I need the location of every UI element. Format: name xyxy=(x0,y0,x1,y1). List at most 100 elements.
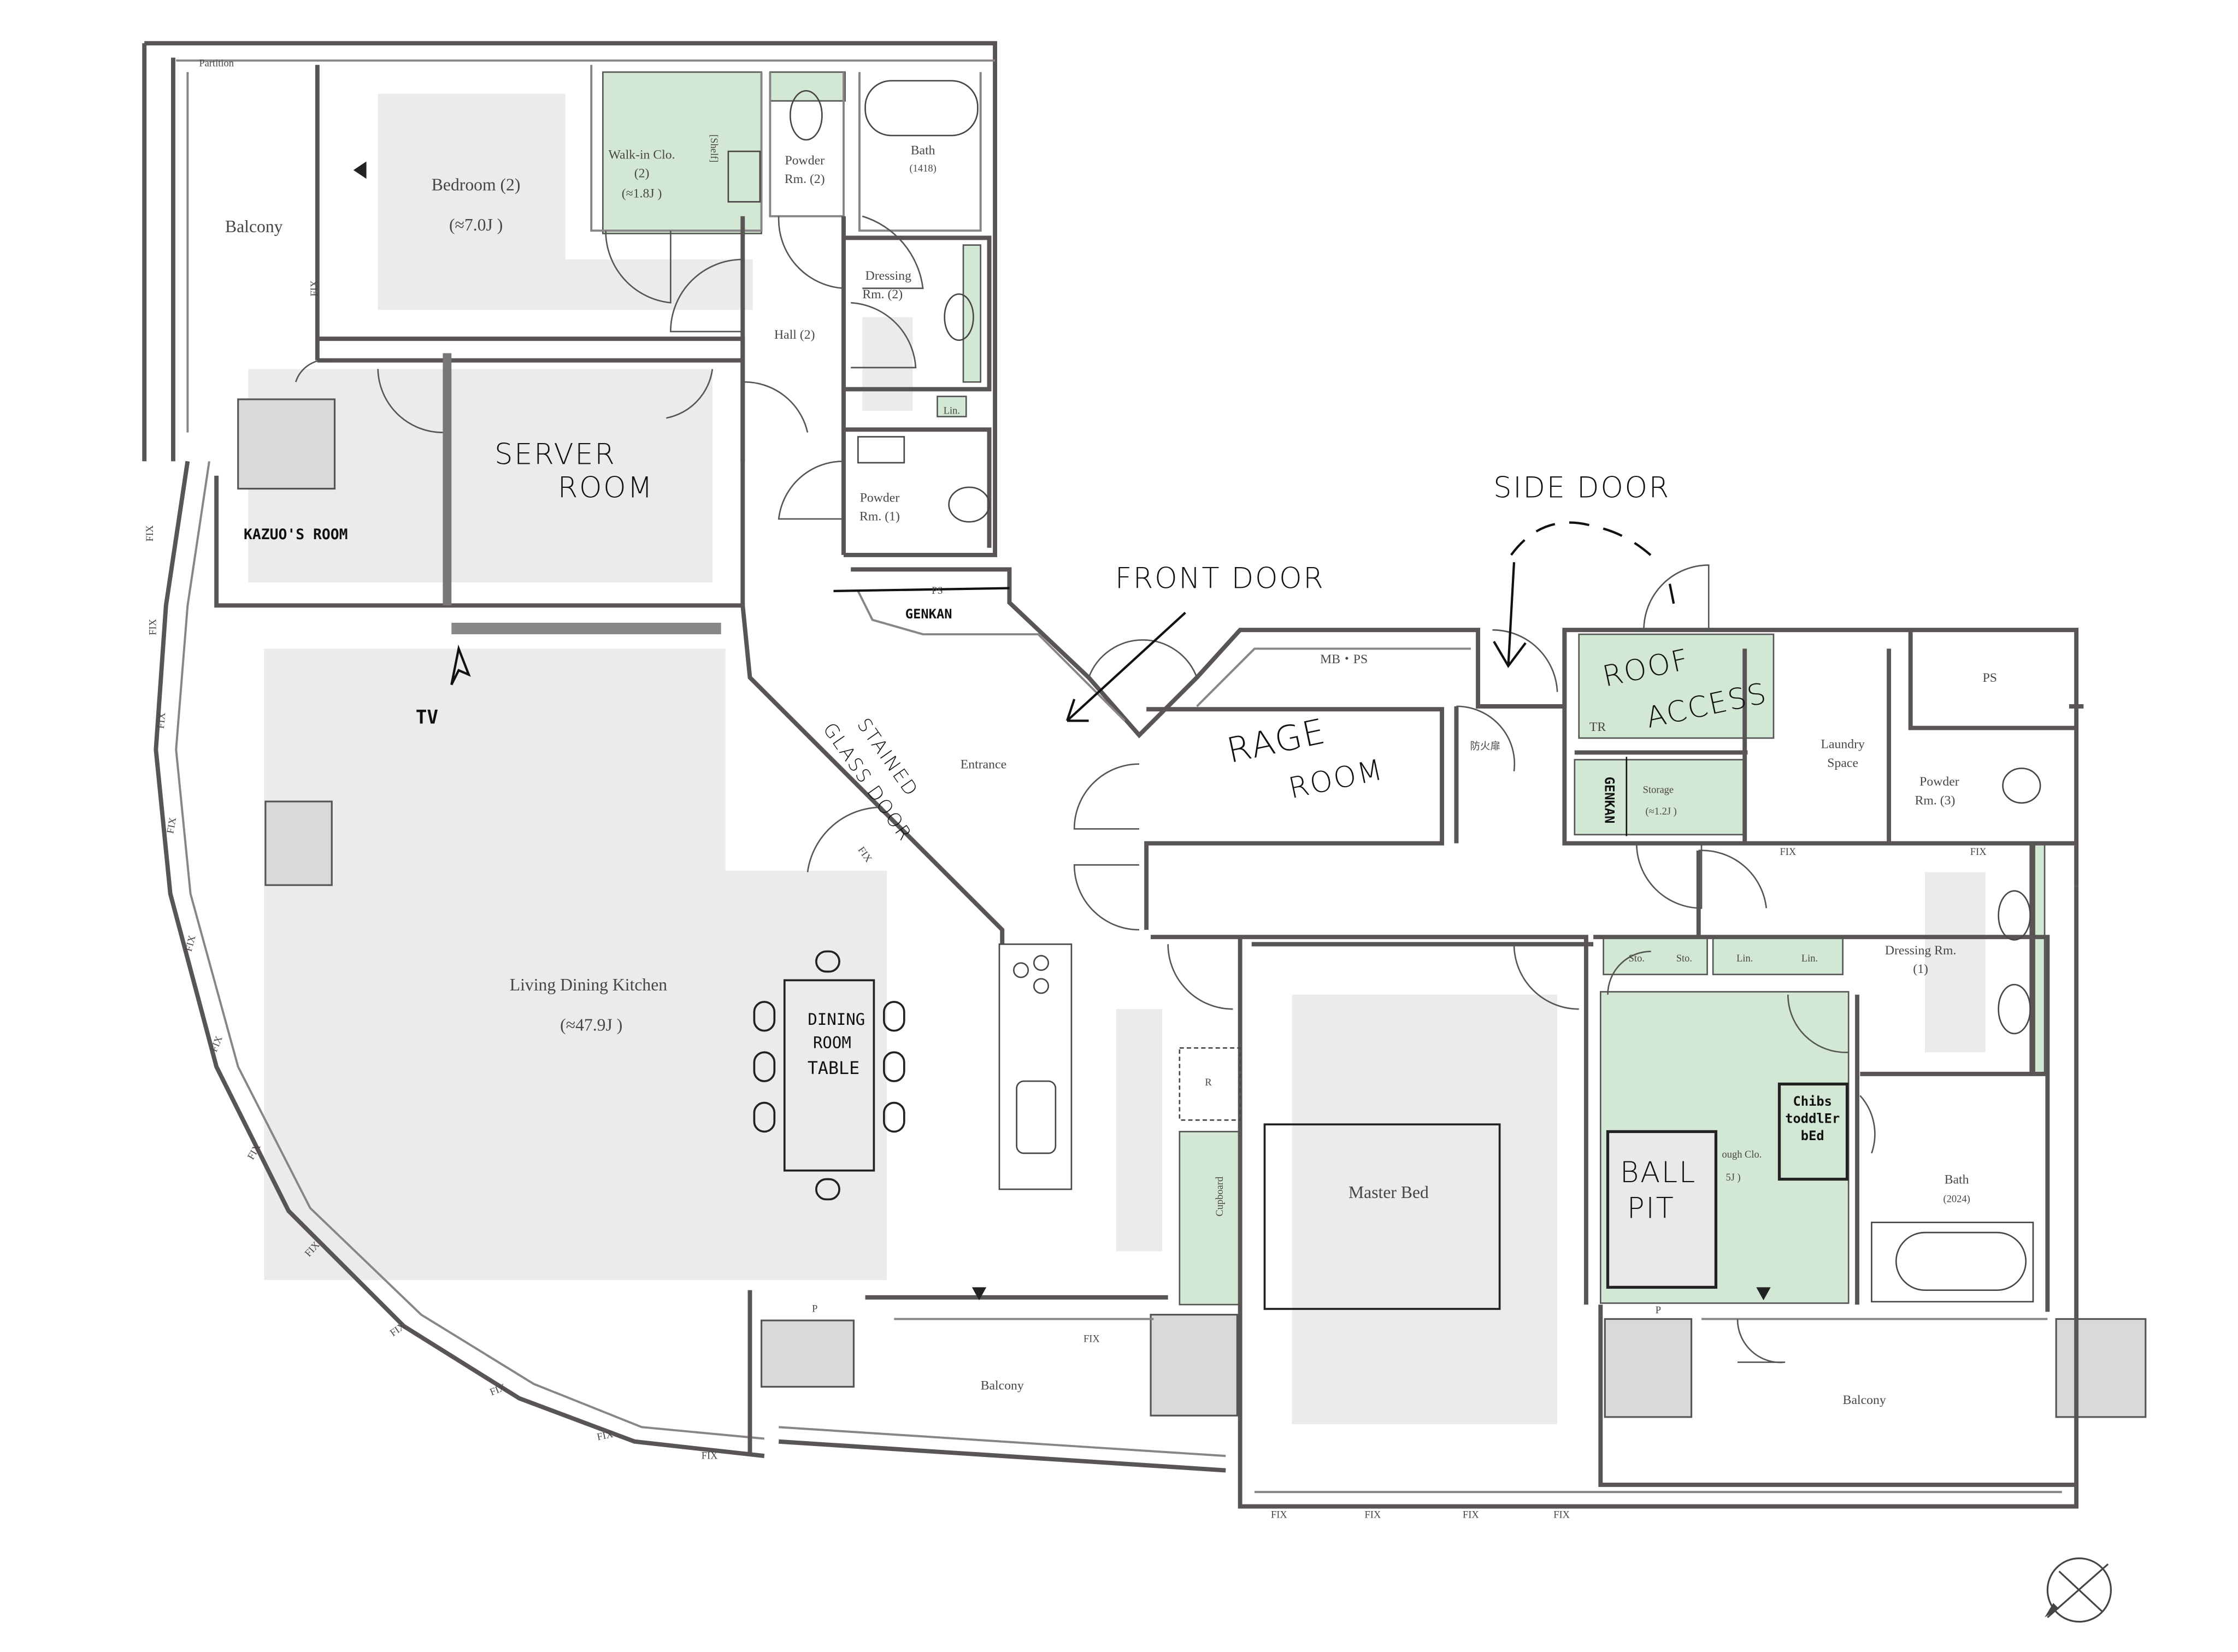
north-compass-icon xyxy=(2045,1557,2112,1623)
powder2-label: Powder xyxy=(785,154,824,168)
front-door-arrow-icon xyxy=(1066,611,1186,722)
hall2-label: Hall (2) xyxy=(774,328,815,342)
toddler-bed-outline xyxy=(1777,1082,1849,1181)
walkthrough-label: ough Clo. xyxy=(1722,1149,1762,1160)
lin-top-label: Lin. xyxy=(944,405,960,416)
ball-pit-annotation: BALL xyxy=(1620,1156,1697,1189)
bath1-label: Bath xyxy=(911,143,935,157)
dressing1-label: Dressing Rm. xyxy=(1885,943,1957,958)
storage-label: Storage xyxy=(1643,784,1674,795)
p2-label: P xyxy=(1656,1305,1661,1315)
master-bed-outline xyxy=(1263,1123,1501,1310)
dining-table xyxy=(783,979,875,1172)
rage-room-annotation: RAGE xyxy=(1223,711,1330,771)
powder1-label: Powder xyxy=(860,491,900,505)
cupboard-label: Cupboard xyxy=(1214,1176,1225,1217)
sink-dressing-1b xyxy=(1998,983,2031,1035)
genkan-line xyxy=(833,587,1010,592)
markers xyxy=(353,161,2112,1623)
toddler-bed-annotation-c: bEd xyxy=(1801,1128,1824,1143)
lin1-label: Lin. xyxy=(1736,953,1753,964)
shelf-label: [Shelf] xyxy=(709,134,720,162)
toilet-3 xyxy=(2002,768,2041,804)
kitchen-sink xyxy=(1016,1080,1057,1154)
lin2-label: Lin. xyxy=(1801,953,1818,964)
triangle-marker-icon xyxy=(1756,1287,1771,1301)
bath2-label: Bath xyxy=(1945,1172,1969,1187)
tv-arrow-icon xyxy=(450,644,471,686)
fix-label: FIX xyxy=(596,1429,614,1443)
ldk-size: (≈47.9J ) xyxy=(560,1016,622,1035)
bedroom2-label: Bedroom (2) xyxy=(432,175,521,194)
side-door-annotation: SIDE DOOR xyxy=(1493,471,1670,504)
fix-label: FIX xyxy=(147,619,158,635)
powder1-label-b: Rm. (1) xyxy=(859,510,900,524)
walkin2-label: Walk-in Clo. xyxy=(609,148,675,162)
storage-size: (≈1.2J ) xyxy=(1646,806,1677,817)
kitchen-counter xyxy=(998,943,1073,1190)
dining-table-annotation: DINING xyxy=(808,1010,865,1029)
triangle-marker-icon xyxy=(353,161,367,179)
front-door-annotation: FRONT DOOR xyxy=(1115,562,1325,595)
fix-label: FIX xyxy=(1271,1509,1287,1520)
tv-wall xyxy=(451,622,721,635)
triangle-marker-icon xyxy=(971,1287,987,1301)
toilet-2 xyxy=(790,90,823,141)
ps-top-label: PS xyxy=(932,585,943,596)
fix-label: FIX xyxy=(388,1320,408,1338)
fix-label: FIX xyxy=(856,845,874,864)
fix-label: FIX xyxy=(488,1382,508,1398)
fix-label: FIX xyxy=(1463,1509,1479,1520)
sink-dressing-2 xyxy=(944,293,974,341)
entrance-label: Entrance xyxy=(961,757,1006,771)
toddler-bed-annotation-b: toddlEr xyxy=(1785,1111,1840,1126)
bathtub-1 xyxy=(864,80,979,137)
rage-room-annotation-b: ROOM xyxy=(1286,753,1387,805)
balcony-left-label: Balcony xyxy=(225,217,283,236)
fix-label: FIX xyxy=(1780,846,1796,857)
ball-pit-annotation-b: PIT xyxy=(1627,1192,1675,1225)
bathtub-2 xyxy=(1871,1222,2034,1303)
fridge-label: R xyxy=(1205,1077,1212,1088)
partition-label: Partition xyxy=(199,57,234,68)
fire-door-label: 防火扉 xyxy=(1470,741,1500,752)
genkan-top-annotation: GENKAN xyxy=(905,606,952,622)
bedroom2-size: (≈7.0J ) xyxy=(449,215,503,234)
toddler-bed-annotation: Chibs xyxy=(1793,1094,1832,1109)
bath2-size: (2024) xyxy=(1943,1194,1970,1205)
sink-dressing-1a xyxy=(1998,890,2031,941)
dining-table-annotation-b: ROOM xyxy=(813,1033,851,1052)
powder3-label-b: Rm. (3) xyxy=(1915,793,1956,807)
fix-label: FIX xyxy=(702,1450,718,1461)
balcony-right-label: Balcony xyxy=(1843,1393,1886,1407)
p1-label: P xyxy=(812,1303,817,1314)
dining-table-annotation-c: TABLE xyxy=(808,1059,859,1078)
walls xyxy=(142,41,2084,1509)
fix-label: FIX xyxy=(144,525,155,541)
server-room-partition xyxy=(443,353,452,606)
side-door-swing xyxy=(1510,521,1677,613)
sto1-label: Sto. xyxy=(1629,953,1645,964)
sink-1 xyxy=(857,436,905,464)
sto2-label: Sto. xyxy=(1676,953,1692,964)
fix-label: FIX xyxy=(183,934,198,953)
drawn-furniture xyxy=(450,521,1849,1310)
fix-label: FIX xyxy=(309,280,320,297)
bath1-size: (1418) xyxy=(910,163,937,174)
laundry-label: Laundry xyxy=(1821,738,1865,752)
ball-pit-outline xyxy=(1606,1130,1718,1289)
dressing2-label: Dressing xyxy=(865,269,912,283)
walkin2-size: (≈1.8J ) xyxy=(622,187,662,201)
dressing2-label-b: Rm. (2) xyxy=(862,287,903,302)
dressing1-label-b: (1) xyxy=(1913,962,1928,976)
balcony-mid-label: Balcony xyxy=(981,1379,1024,1393)
genkan-side-annotation: GENKAN xyxy=(1601,777,1617,824)
fixtures xyxy=(443,80,2041,1303)
fix-label: FIX xyxy=(1365,1509,1381,1520)
kazuo-room-annotation: KAZUO'S ROOM xyxy=(244,527,348,543)
powder2-label-b: Rm. (2) xyxy=(785,172,825,186)
master-bed-label: Master Bed xyxy=(1348,1183,1429,1202)
fix-label: FIX xyxy=(1083,1334,1100,1344)
room-labels: Partition Balcony Bedroom (2) (≈7.0J ) W… xyxy=(199,57,1997,1407)
